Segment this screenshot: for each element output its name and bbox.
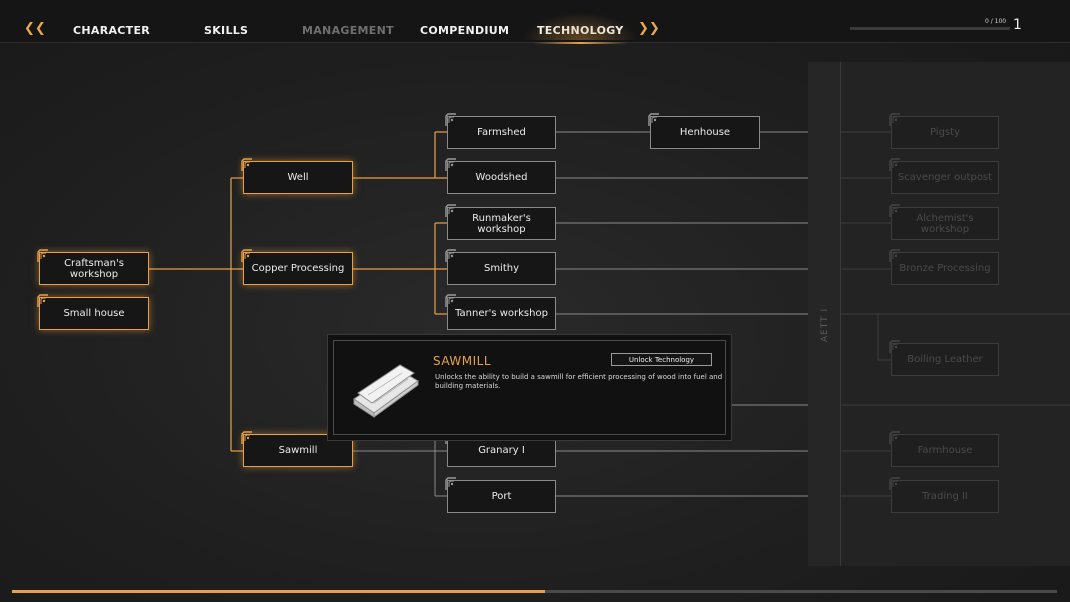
xp-progress-bar	[850, 27, 1010, 30]
node-label: Well	[287, 172, 309, 183]
tab-management[interactable]: MANAGEMENT	[302, 24, 394, 37]
tech-node-trading-ii[interactable]: Trading II	[889, 477, 999, 513]
node-label: Bronze Processing	[899, 263, 991, 274]
scroll-progress-bar[interactable]	[12, 590, 1057, 593]
tech-node-scavenger-outpost[interactable]: Scavenger outpost	[889, 158, 999, 194]
node-label: Trading II	[922, 491, 968, 502]
node-label: Tanner's workshop	[455, 308, 548, 319]
tab-skills[interactable]: SKILLS	[204, 24, 249, 37]
tech-node-henhouse[interactable]: Henhouse	[648, 113, 760, 149]
tech-node-bronze-processing[interactable]: Bronze Processing	[889, 249, 999, 285]
node-label: Henhouse	[679, 127, 731, 138]
node-label: Craftsman's workshop	[64, 257, 124, 280]
node-label: Farmhouse	[917, 445, 973, 456]
node-corner-ornament-icon	[445, 113, 456, 126]
node-corner-ornament-icon	[889, 477, 900, 490]
tech-node-runmakers-workshop[interactable]: Runmaker's workshop	[445, 204, 556, 240]
xp-counter: 0 / 100	[985, 18, 1007, 25]
node-corner-ornament-icon	[445, 158, 456, 171]
level-indicator: 1	[1013, 17, 1022, 33]
scroll-progress-fill	[12, 590, 545, 593]
tech-node-craftsmans-workshop[interactable]: Craftsman's workshop	[37, 249, 149, 285]
tech-node-tanners-workshop[interactable]: Tanner's workshop	[445, 294, 556, 330]
tech-node-small-house[interactable]: Small house	[37, 294, 149, 330]
sawmill-planks-icon	[353, 364, 419, 418]
tab-compendium[interactable]: COMPENDIUM	[420, 24, 510, 37]
node-label: Sawmill	[278, 445, 318, 456]
node-corner-ornament-icon	[889, 340, 900, 353]
tech-node-woodshed[interactable]: Woodshed	[445, 158, 556, 194]
node-label: Pigsty	[930, 127, 960, 138]
top-navigation-bar: ❮❮ CHARACTER SKILLS MANAGEMENT COMPENDIU…	[0, 0, 1070, 44]
unlock-technology-button[interactable]: Unlock Technology	[611, 353, 712, 366]
node-label: Scavenger outpost	[897, 172, 993, 183]
node-label: Runmaker's workshop	[472, 212, 531, 235]
node-corner-ornament-icon	[241, 431, 252, 444]
node-corner-ornament-icon	[445, 477, 456, 490]
tech-node-farmshed[interactable]: Farmshed	[445, 113, 556, 149]
tech-node-boiling-leather[interactable]: Boiling Leather	[889, 340, 999, 376]
node-label: Port	[491, 491, 512, 502]
node-label: Small house	[63, 308, 125, 319]
node-corner-ornament-icon	[648, 113, 659, 126]
node-corner-ornament-icon	[889, 158, 900, 171]
node-label: Woodshed	[475, 172, 528, 183]
node-corner-ornament-icon	[889, 113, 900, 126]
tooltip-description: Unlocks the ability to build a sawmill f…	[435, 373, 723, 390]
tech-node-well[interactable]: Well	[241, 158, 353, 194]
tab-character[interactable]: CHARACTER	[73, 24, 151, 37]
node-label: Alchemist's workshop	[916, 212, 974, 235]
node-label: Farmshed	[477, 127, 526, 138]
node-label: Granary I	[478, 445, 525, 456]
tech-node-smithy[interactable]: Smithy	[445, 249, 556, 285]
node-label: Boiling Leather	[907, 354, 983, 365]
tech-tooltip: SAWMILL Unlock Technology Unlocks the ab…	[327, 334, 732, 441]
node-corner-ornament-icon	[445, 294, 456, 307]
tech-node-farmhouse[interactable]: Farmhouse	[889, 431, 999, 467]
node-corner-ornament-icon	[241, 158, 252, 171]
tooltip-frame	[333, 340, 726, 435]
tech-node-port[interactable]: Port	[445, 477, 556, 513]
node-label: Copper Processing	[251, 263, 345, 274]
node-corner-ornament-icon	[889, 431, 900, 444]
tooltip-title: SAWMILL	[433, 354, 492, 368]
node-corner-ornament-icon	[37, 294, 48, 307]
tech-node-pigsty[interactable]: Pigsty	[889, 113, 999, 149]
node-corner-ornament-icon	[445, 249, 456, 262]
node-label: Smithy	[483, 263, 520, 274]
node-corner-ornament-icon	[241, 249, 252, 262]
node-corner-ornament-icon	[889, 249, 900, 262]
tech-node-copper-processing[interactable]: Copper Processing	[241, 249, 353, 285]
tech-node-alchemists-workshop[interactable]: Alchemist's workshop	[889, 204, 999, 240]
